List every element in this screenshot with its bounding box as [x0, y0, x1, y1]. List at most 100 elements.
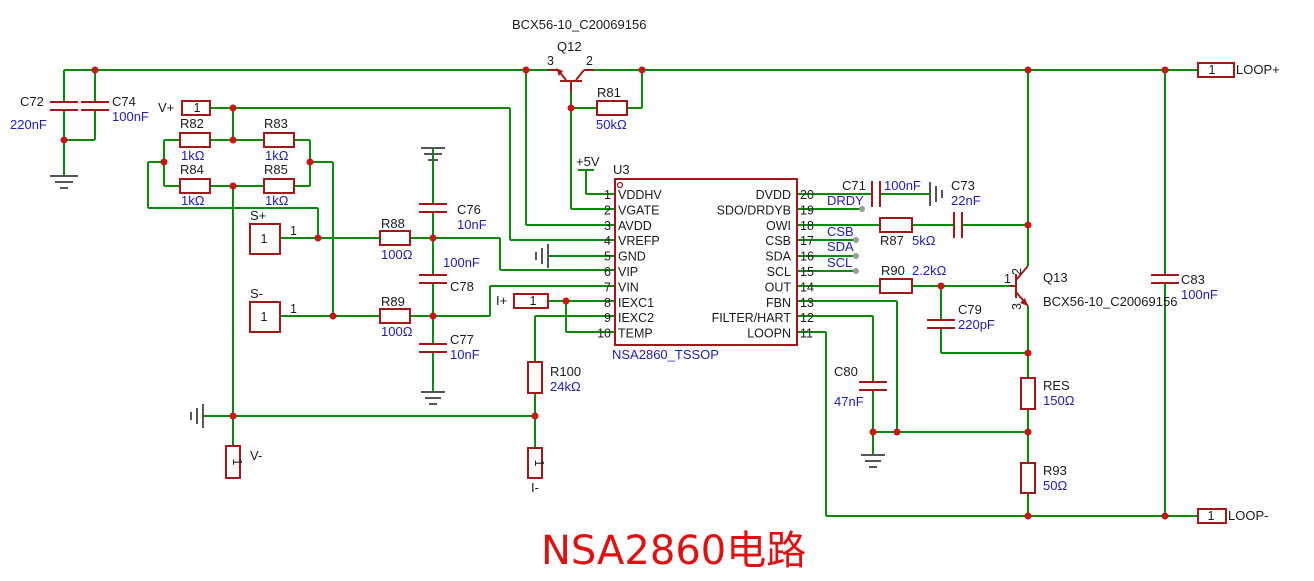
capacitor-c83: C83 100nF	[1151, 272, 1218, 302]
port-vminus: V- 1	[225, 445, 262, 479]
q13-pin3: 3	[1010, 303, 1024, 310]
port-loopplus-pin: 1	[1209, 63, 1216, 77]
resistor-r88: R88 100Ω	[379, 216, 413, 262]
vdd-label: +5V	[576, 154, 600, 169]
c83-ref: C83	[1181, 272, 1205, 287]
r82-ref: R82	[180, 116, 204, 131]
ic-pin-name: VDDHV	[618, 188, 662, 202]
c80-ref: C80	[834, 364, 858, 379]
resistor-r83: R83 1kΩ	[263, 116, 295, 163]
ic-ref: U3	[613, 162, 630, 177]
ic-pin-number: 2	[604, 203, 611, 217]
ic-pin-number: 7	[604, 280, 611, 294]
q12-part: BCX56-10_C20069156	[512, 17, 646, 32]
transistor-q12: BCX56-10_C20069156 Q12 3 2	[512, 17, 646, 92]
ic-pin-number: 18	[800, 219, 814, 233]
ground-symbol-c71	[929, 182, 943, 206]
c74-ref: C74	[112, 94, 136, 109]
capacitor-c71: C71 100nF	[842, 178, 921, 207]
ground-symbol-c77	[421, 391, 445, 405]
port-vplus: V+ 1	[158, 100, 211, 116]
ic-pin-number: 19	[800, 203, 814, 217]
c76-value: 10nF	[457, 217, 487, 232]
port-vminus-pin: 1	[230, 459, 244, 466]
ic-pin-number: 6	[604, 265, 611, 279]
ic-pin-name: GND	[618, 250, 646, 264]
capacitor-c79: C79 220pF	[927, 302, 995, 332]
ic-pin-name: LOOPN	[747, 327, 791, 341]
res-ref: RES	[1043, 378, 1070, 393]
port-loopminus: 1 LOOP-	[1197, 508, 1268, 524]
port-splus-box-pin: 1	[261, 232, 268, 246]
c71-value: 100nF	[884, 178, 921, 193]
ic-pin-name: SDA	[765, 250, 791, 264]
port-loopminus-pin: 1	[1208, 509, 1215, 523]
ic-pin-name: VIN	[618, 280, 639, 294]
r84-ref: R84	[180, 162, 204, 177]
unconnected-pin-markers	[853, 206, 865, 274]
resistor-r93: R93 50Ω	[1020, 462, 1067, 494]
c78-value: 100nF	[443, 255, 480, 270]
r93-value: 50Ω	[1043, 478, 1067, 493]
port-loopplus-name: LOOP+	[1236, 62, 1280, 77]
r85-ref: R85	[264, 162, 288, 177]
capacitor-c80: C80 47nF	[834, 364, 887, 409]
resistor-r82: R82 1kΩ	[179, 116, 211, 163]
ground-symbol-c72	[50, 175, 78, 189]
port-vplus-pin: 1	[194, 101, 201, 115]
ground-symbol-c80	[861, 454, 885, 468]
r81-value: 50kΩ	[596, 117, 627, 132]
page-title: NSA2860电路	[541, 528, 806, 574]
junctions	[60, 66, 1169, 520]
capacitor-c74: C74 100nF	[81, 94, 149, 124]
port-vplus-name: V+	[158, 100, 174, 115]
r100-value: 24kΩ	[550, 379, 581, 394]
port-loopminus-name: LOOP-	[1228, 508, 1268, 523]
net-label-csb: CSB	[827, 224, 854, 239]
ic-pin-number: 17	[800, 234, 814, 248]
ic-pin-number: 14	[800, 280, 814, 294]
ic-pin-number: 13	[800, 296, 814, 310]
ground-symbol-gnd-pin	[535, 244, 549, 268]
ic-pin-name: VREFP	[618, 234, 660, 248]
port-iminus: I- 1	[527, 447, 546, 495]
port-iplus: I+ 1	[496, 293, 549, 309]
port-splus: S+ 1 1	[249, 208, 297, 255]
q13-pin2: 2	[1010, 268, 1024, 275]
ic-pin-name: IEXC2	[618, 311, 654, 325]
ic-pin-name: SCL	[767, 265, 791, 279]
r88-ref: R88	[381, 216, 405, 231]
ground-symbol-c76	[421, 147, 445, 162]
ic-pin-number: 3	[604, 219, 611, 233]
ic-pin-name: IEXC1	[618, 296, 654, 310]
r82-value: 1kΩ	[181, 148, 205, 163]
c80-value: 47nF	[834, 394, 864, 409]
resistor-r90: R90 2.2kΩ	[879, 263, 947, 294]
c72-ref: C72	[20, 94, 44, 109]
ic-pin-name: VGATE	[618, 203, 659, 217]
resistor-r89: R89 100Ω	[379, 294, 413, 339]
resistor-r81: R81 50kΩ	[596, 85, 628, 132]
r87-ref: R87	[880, 233, 904, 248]
port-iplus-name: I+	[496, 293, 507, 308]
ic-pin-name: TEMP	[618, 327, 653, 341]
ic-pin-number: 11	[800, 327, 813, 341]
c73-value: 22nF	[951, 193, 981, 208]
port-splus-pin: 1	[290, 224, 297, 238]
q12-pin2: 2	[586, 54, 593, 68]
resistor-r85: R85 1kΩ	[263, 162, 295, 208]
r84-value: 1kΩ	[181, 193, 205, 208]
net-label-scl: SCL	[827, 255, 852, 270]
port-iminus-name: I-	[531, 480, 539, 495]
capacitor-c72: C72 220nF	[10, 94, 78, 132]
r85-value: 1kΩ	[265, 193, 289, 208]
r100-ref: R100	[550, 364, 581, 379]
ic-pin-number: 16	[800, 250, 814, 264]
ic-pin-name: DVDD	[756, 188, 791, 202]
c77-ref: C77	[450, 332, 474, 347]
ic-pin-number: 15	[800, 265, 814, 279]
ic-pin-number: 12	[800, 311, 814, 325]
resistor-r84: R84 1kΩ	[179, 162, 211, 208]
net-label-sda: SDA	[827, 239, 854, 254]
ic-right-pins: 20DVDD19SDO/DRDYB18OWI17CSB16SDA15SCL14O…	[712, 188, 814, 341]
